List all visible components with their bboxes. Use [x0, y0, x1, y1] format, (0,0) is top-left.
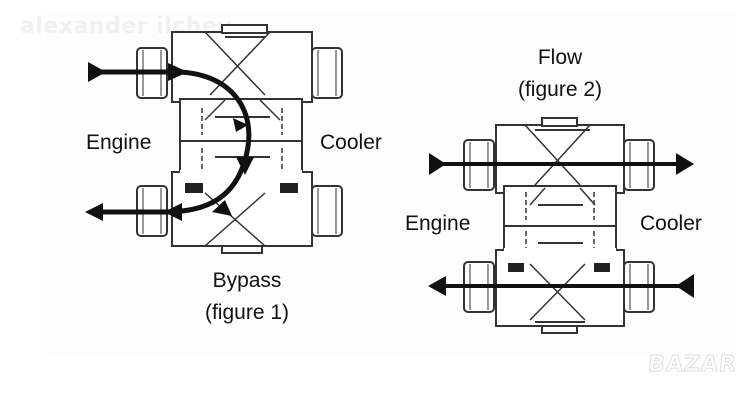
down-arrowhead-icon: [236, 157, 254, 175]
figure2-flow-arrows: [428, 153, 694, 298]
figure1-caption: (figure 1): [205, 301, 289, 324]
outlet-arrowhead-icon: [676, 153, 694, 175]
inlet-arrowhead-icon: [88, 62, 106, 82]
figure2-engine-label: Engine: [405, 212, 470, 235]
return-inlet-arrowhead-icon: [676, 274, 694, 298]
return-outlet-arrowhead-icon: [428, 276, 446, 296]
figure1-valve: [136, 24, 343, 254]
figure2-cooler-label: Cooler: [640, 212, 702, 235]
figure2-valve: [463, 117, 655, 334]
outlet-arrowhead-icon: [85, 203, 103, 221]
figure1-title: Bypass: [213, 269, 282, 292]
flow-arrowhead-icon: [168, 63, 188, 81]
figure1-bypass-arrow: [85, 62, 254, 221]
figure2-caption: (figure 2): [518, 78, 602, 101]
figure2-title: Flow: [538, 46, 583, 69]
inlet-arrowhead-icon: [429, 153, 446, 175]
figure1-engine-label: Engine: [86, 131, 151, 154]
figure1-cooler-label: Cooler: [320, 131, 382, 154]
bazar-logo: BAZAR: [646, 352, 739, 378]
